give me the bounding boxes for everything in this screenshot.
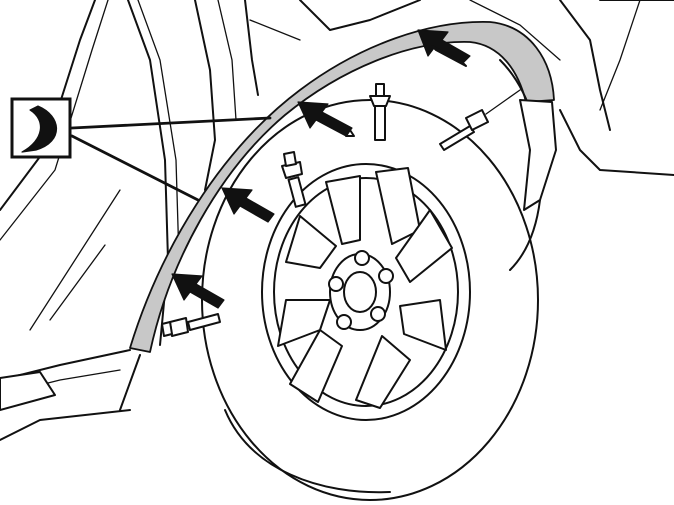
wheel-rim: [261, 163, 471, 421]
lug-nuts: [328, 250, 394, 330]
clip-arrow-1: [417, 29, 471, 67]
clip-arrow-5: [345, 129, 355, 137]
car-body-panels: [0, 0, 674, 441]
clip-arrow-3: [221, 187, 275, 223]
fastener-screw-right: [439, 89, 521, 151]
callout: [10, 97, 272, 202]
fasteners: [161, 83, 521, 337]
fastener-stud-top: [369, 83, 391, 141]
clip-arrows: [171, 29, 471, 309]
fastener-screw-lower-left: [161, 313, 221, 337]
trim-piece-symbol-icon: [21, 105, 58, 153]
clip-arrow-4: [171, 273, 225, 309]
wheel-arch-trim: [129, 21, 557, 353]
fastener-stud-middle: [281, 151, 307, 208]
